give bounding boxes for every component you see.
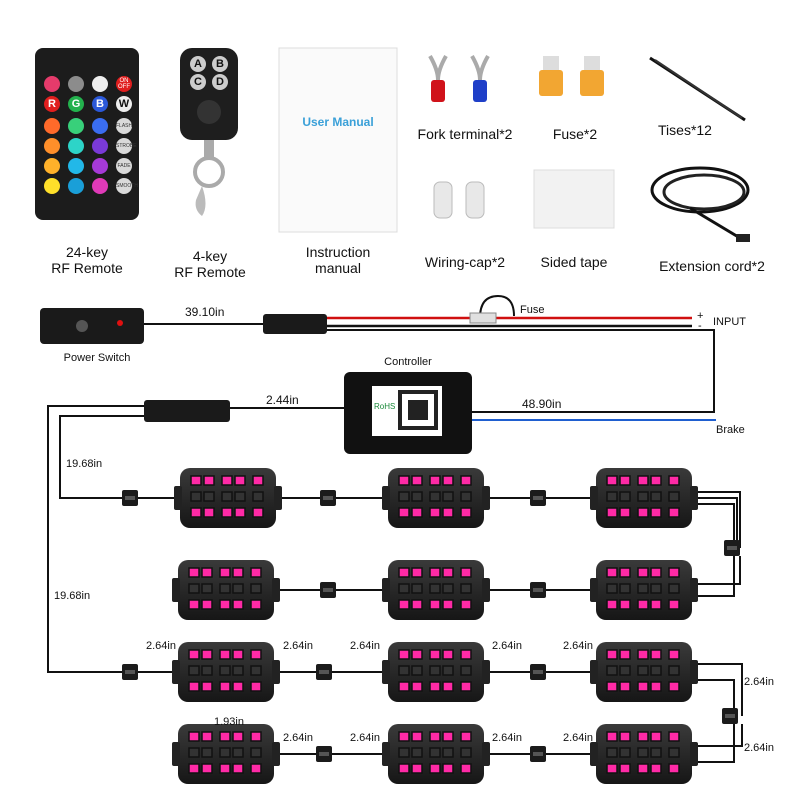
plus-label: + (697, 310, 704, 322)
wiring-cap-icon (433, 181, 485, 219)
extension-label: Extension cord*2 (659, 258, 765, 274)
row3-length-1: 2.64in (146, 640, 176, 652)
led-pod-row-2 (171, 556, 741, 621)
row4-length-2: 2.64in (283, 732, 313, 744)
fuse-wire-label: Fuse (520, 304, 545, 316)
wiring-cap-label: Wiring-cap*2 (424, 254, 506, 270)
cable-tie-icon (649, 56, 746, 122)
key-flash: FLASH (116, 123, 133, 129)
right-length-1: 2.64in (744, 742, 774, 754)
power-switch-label: Power Switch (63, 352, 131, 364)
remote-4key-icon (180, 48, 238, 216)
key-b4: B (216, 58, 224, 70)
remote24-label-2: RF Remote (51, 260, 123, 276)
manual-icon (278, 47, 398, 233)
key-d: D (216, 76, 224, 88)
length-controller-right: 48.90in (522, 397, 562, 411)
led-pod-row-3 (120, 641, 743, 724)
key-c: C (194, 76, 202, 88)
controller-box-icon (344, 372, 472, 454)
led-pod-row-4 (171, 723, 743, 785)
remote24-label-1: 24-key (65, 244, 109, 260)
key-r: R (48, 98, 56, 110)
remote-24key-icon (35, 48, 139, 220)
key-b: B (96, 98, 104, 110)
key-smooth: SMOOTH (116, 183, 138, 189)
ties-label: Tises*12 (658, 122, 712, 138)
remote4-label-2: RF Remote (174, 264, 246, 280)
length-controller-left: 2.44in (266, 393, 299, 407)
row4-length-3: 2.64in (350, 732, 380, 744)
length-branch-2: 19.68in (54, 590, 91, 602)
row3-length-3: 2.64in (350, 640, 380, 652)
tape-label: Sided tape (540, 254, 608, 270)
led-pod-row-1 (120, 467, 741, 556)
key-fade: FADE (117, 163, 131, 169)
row3-length-4: 2.64in (492, 640, 522, 652)
row3-length-2: 2.64in (283, 640, 313, 652)
key-g: G (71, 98, 81, 110)
fuse-label: Fuse*2 (552, 126, 598, 142)
input-label: INPUT (713, 316, 746, 328)
fork-terminal-icon (428, 55, 490, 102)
row3-length-6: 2.64in (744, 676, 774, 688)
length-branch-1: 19.68in (66, 458, 103, 470)
fork-terminal-label: Fork terminal*2 (417, 126, 513, 142)
length-switch: 39.10in (185, 305, 225, 319)
key-w: W (118, 98, 130, 110)
remote4-label-1: 4-key (192, 248, 228, 264)
row4-length-5: 2.64in (563, 732, 593, 744)
controller-label: Controller (384, 356, 432, 368)
row4-length-1: 1.93in (214, 716, 244, 728)
fuse-icon (539, 56, 604, 96)
main-wires (47, 294, 716, 673)
key-strobe: STROBE (116, 143, 137, 149)
controller-badge: RoHS (374, 402, 396, 411)
brake-label: Brake (716, 424, 745, 436)
key-a: A (194, 58, 202, 70)
minus-label: - (698, 320, 702, 332)
manual-label-1: Instruction (305, 244, 371, 260)
manual-cover-text: User Manual (302, 115, 374, 129)
manual-label-2: manual (315, 260, 361, 276)
extension-cord-icon (650, 166, 750, 242)
tape-icon (533, 169, 615, 229)
row4-length-4: 2.64in (492, 732, 522, 744)
power-switch-icon (40, 308, 144, 344)
key-on-off: ON OFF (118, 78, 130, 90)
row3-length-5: 2.64in (563, 640, 593, 652)
